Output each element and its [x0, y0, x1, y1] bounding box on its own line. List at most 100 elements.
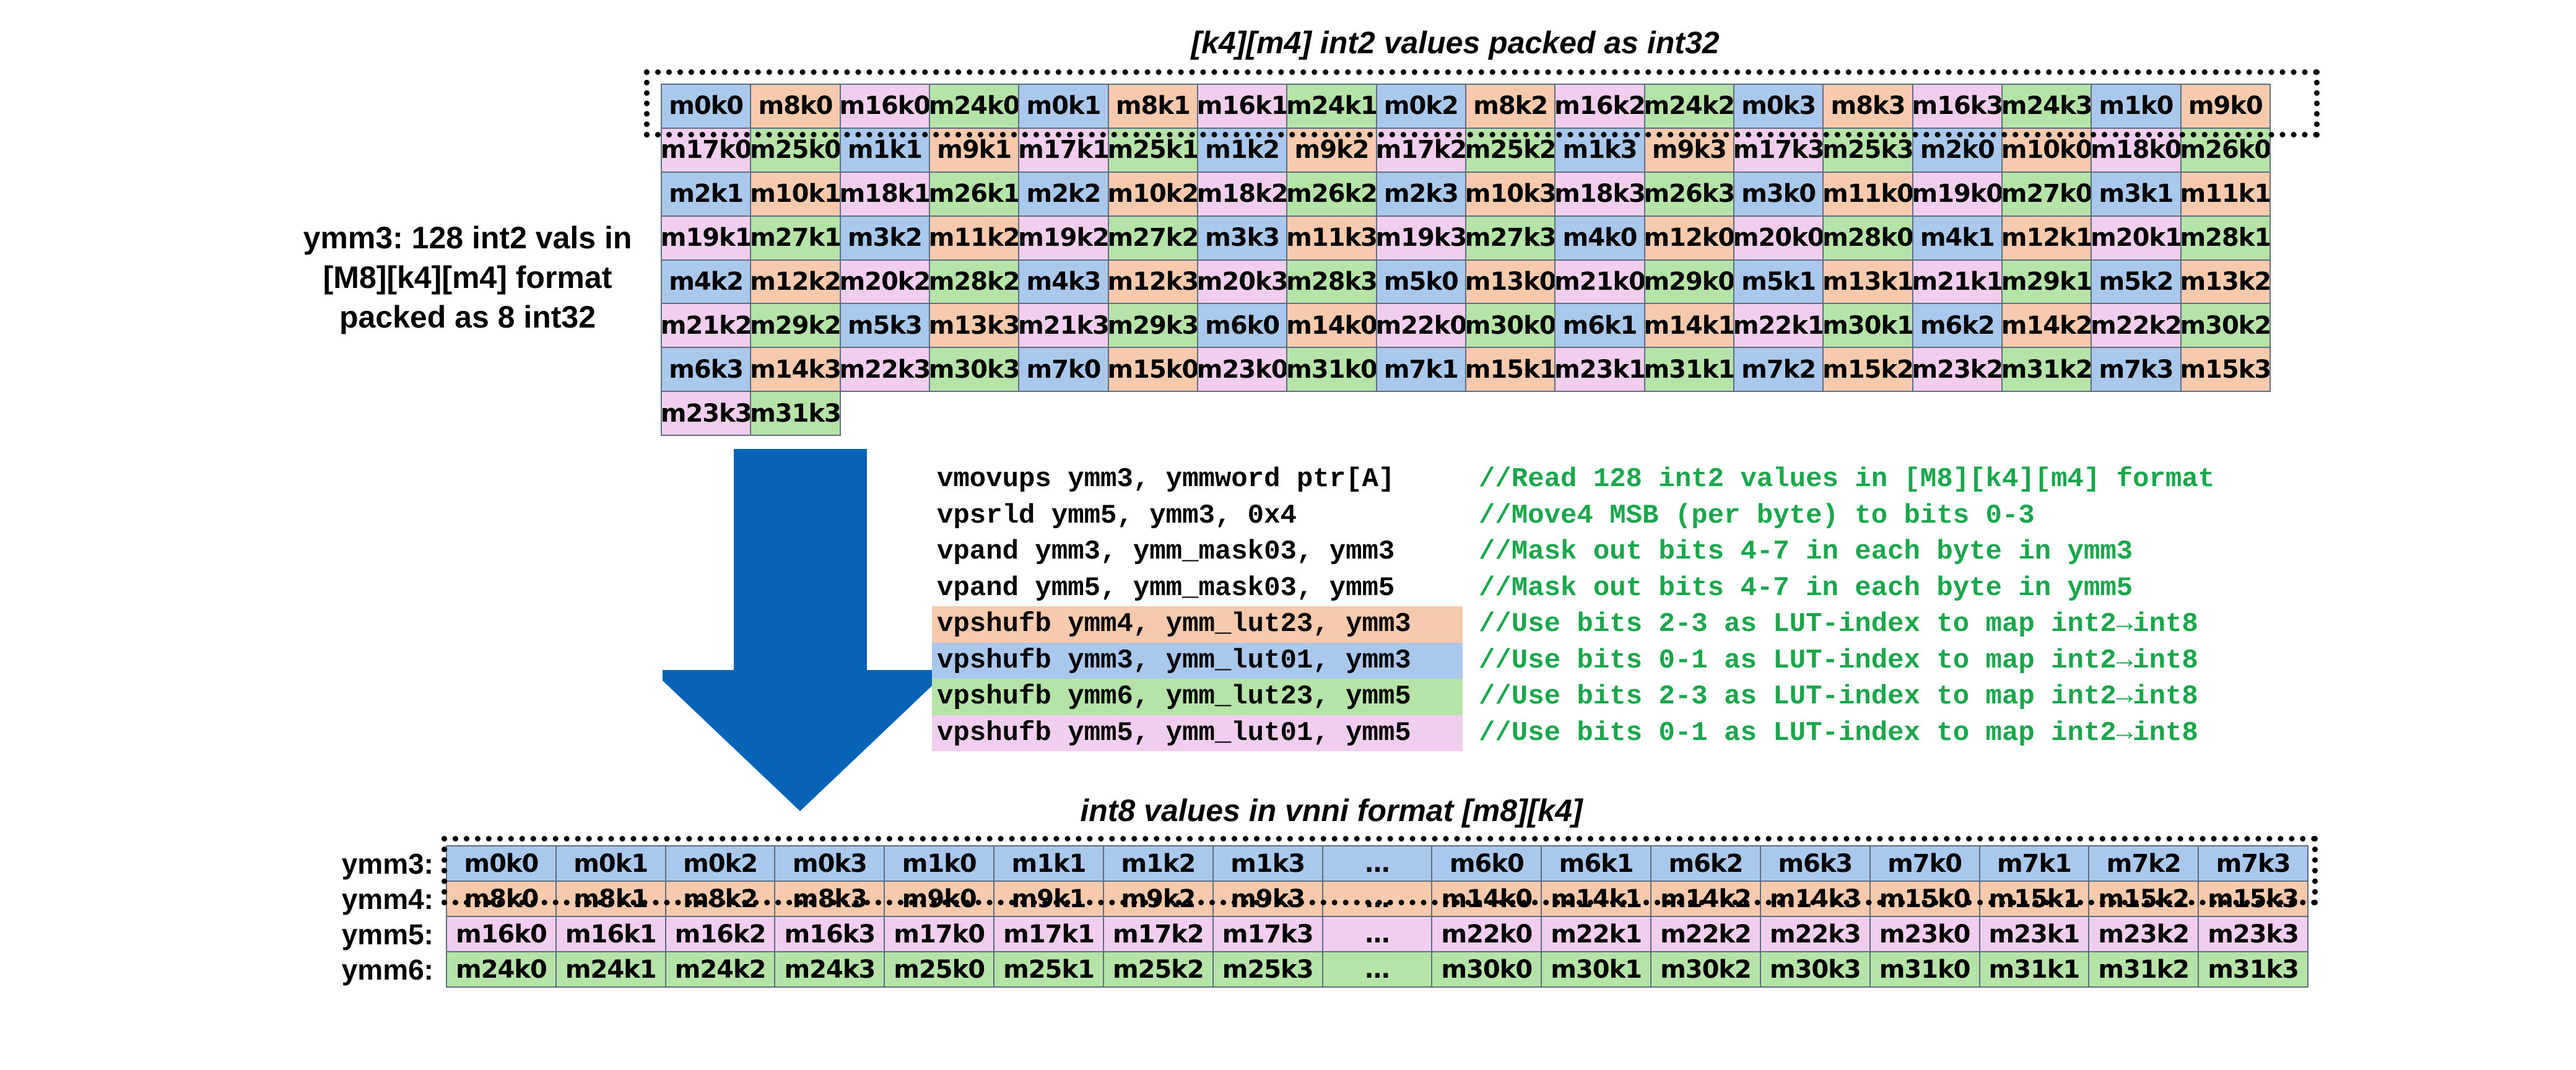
int8-cell: m1k1 [994, 846, 1104, 882]
int2-cell: m13k2 [2181, 260, 2271, 305]
code-comment: //Mask out bits 4-7 in each byte in ymm3 [1479, 536, 2133, 567]
int2-cell: m10k1 [751, 172, 841, 217]
int2-cell: m29k2 [751, 304, 841, 349]
int2-cell: m2k1 [662, 172, 752, 217]
int2-cell: m5k3 [840, 304, 930, 349]
int2-cell: m5k0 [1377, 260, 1466, 305]
int2-cell: m15k3 [2181, 348, 2271, 393]
int2-cell: m15k2 [1824, 348, 1913, 393]
int2-cell: m5k1 [1734, 260, 1824, 305]
int8-cell: … [1323, 952, 1433, 988]
int8-cell: m30k0 [1432, 952, 1543, 988]
int2-cell: m0k3 [1734, 85, 1824, 129]
int2-cell: m0k2 [1377, 85, 1466, 129]
int2-cell: m20k0 [1734, 216, 1824, 261]
int2-cell: m11k0 [1824, 172, 1913, 217]
int2-cell: m27k1 [751, 216, 841, 261]
int2-cell: m14k3 [751, 348, 841, 393]
int8-cell: m23k1 [1980, 917, 2090, 952]
int2-cell: m16k1 [1198, 85, 1288, 129]
code-comment: //Use bits 0-1 as LUT-index to map int2→… [1479, 717, 2198, 749]
int8-cell: m23k2 [2089, 917, 2200, 952]
int8-cell: m30k3 [1760, 952, 1871, 988]
instruction: vpshufb ymm4, ymm_lut23, ymm3 [932, 606, 1463, 643]
int8-cell: m1k3 [1213, 846, 1323, 882]
int2-cell: m12k3 [1108, 260, 1198, 305]
int8-cell: m9k2 [1103, 882, 1214, 917]
instruction: vmovups ymm3, ymmword ptr[A] [937, 464, 1395, 495]
int8-cell: m25k0 [885, 952, 995, 988]
int2-cell: m5k2 [2092, 260, 2182, 305]
int2-cell: m13k3 [929, 304, 1020, 349]
int8-cell: m24k2 [666, 952, 776, 988]
int8-cell: m31k0 [1870, 952, 1980, 988]
int2-cell: m8k3 [1824, 85, 1913, 129]
int2-cell: m15k0 [1108, 348, 1198, 393]
int2-cell: m25k2 [1466, 128, 1556, 173]
int2-cell: m9k2 [1287, 128, 1377, 173]
instruction: vpshufb ymm3, ymm_lut01, ymm3 [932, 642, 1463, 679]
int2-cell: m27k2 [1108, 216, 1198, 261]
int8-cell: m7k1 [1980, 846, 2090, 882]
int8-cell: m8k2 [666, 882, 776, 917]
int8-cell: m0k2 [666, 846, 776, 882]
int2-cell: m19k2 [1019, 216, 1109, 261]
int2-cell: m4k3 [1019, 260, 1109, 305]
int8-cell: m7k0 [1870, 846, 1980, 882]
int2-cell: m25k1 [1108, 128, 1198, 173]
int2-cell: m18k2 [1198, 172, 1288, 217]
int2-cell: m9k0 [2181, 85, 2271, 129]
int2-cell: m23k2 [1913, 348, 2003, 393]
int8-cell: m24k3 [775, 952, 886, 988]
register-label: ymm6: [341, 954, 433, 986]
int2-cell: m28k0 [1824, 216, 1913, 261]
int2-cell: m10k2 [1108, 172, 1198, 217]
side-label-line: ymm3: 128 int2 vals in [303, 220, 632, 255]
int8-cell: … [1323, 846, 1433, 882]
code-comment: //Use bits 0-1 as LUT-index to map int2→… [1479, 645, 2198, 676]
code-comment: //Mask out bits 4-7 in each byte in ymm5 [1479, 572, 2133, 604]
int8-cell: m31k1 [1980, 952, 2090, 988]
int2-cell: m26k0 [2181, 128, 2271, 173]
int8-cell: m9k0 [885, 882, 995, 917]
int2-cell: m4k0 [1556, 216, 1645, 261]
int2-cell: m13k0 [1466, 260, 1556, 305]
int2-cell: m16k3 [1913, 85, 2003, 129]
int2-cell: m31k2 [2002, 348, 2092, 393]
int2-cell: m6k0 [1198, 304, 1288, 349]
int2-cell: m27k0 [2002, 172, 2092, 217]
int2-cell: m4k1 [1913, 216, 2003, 261]
int8-cell: m17k2 [1103, 917, 1214, 952]
down-arrow-icon [663, 449, 949, 811]
int2-cell: m6k1 [1556, 304, 1645, 349]
int2-cell: m7k2 [1734, 348, 1824, 393]
int2-cell: m21k0 [1556, 260, 1645, 305]
int2-cell: m21k2 [662, 304, 752, 349]
int8-cell: m15k0 [1870, 882, 1980, 917]
int2-cell: m2k0 [1913, 128, 2003, 173]
int2-cell: m23k0 [1198, 348, 1288, 393]
side-label-line: [M8][k4][m4] format [323, 260, 612, 295]
int2-cell: m2k2 [1019, 172, 1109, 217]
int2-cell: m1k0 [2092, 85, 2182, 129]
code-comment: //Use bits 2-3 as LUT-index to map int2→… [1479, 681, 2198, 712]
int2-cell: m17k0 [662, 128, 752, 173]
int2-cell: m13k1 [1824, 260, 1913, 305]
int8-cell: m9k3 [1213, 882, 1323, 917]
int2-cell: m6k3 [662, 348, 752, 393]
int2-cell: m28k1 [2181, 216, 2271, 261]
int2-cell: m4k2 [662, 260, 752, 305]
int2-cell: m18k0 [2092, 128, 2182, 173]
int8-cell: m7k2 [2089, 846, 2200, 882]
code-line: vpand ymm5, ymm_mask03, ymm5//Mask out b… [932, 570, 2214, 607]
int2-cell: m8k1 [1108, 85, 1198, 129]
int8-cell: m8k1 [556, 882, 666, 917]
bottom-grid-title: int8 values in vnni format [m8][k4] [1080, 793, 1583, 828]
int8-cell: m16k2 [666, 917, 776, 952]
int8-cell: m8k3 [775, 882, 886, 917]
code-line: vpsrld ymm5, ymm3, 0x4//Move4 MSB (per b… [932, 498, 2214, 534]
int8-cell: m17k3 [1213, 917, 1323, 952]
instruction: vpshufb ymm5, ymm_lut01, ymm5 [932, 715, 1463, 751]
